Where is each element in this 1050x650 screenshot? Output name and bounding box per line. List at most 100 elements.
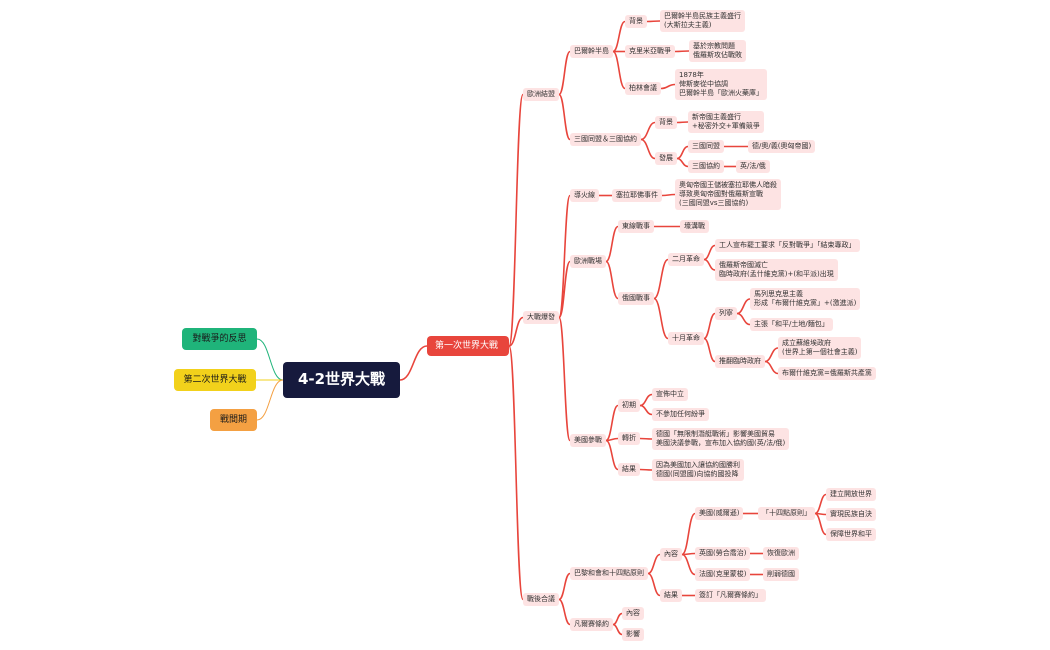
connector [703, 312, 716, 340]
connector [681, 512, 696, 556]
topic-us-wilson[interactable]: 美國(威爾遜) [695, 507, 744, 520]
root-topic[interactable]: 4-2世界大戰 [283, 362, 400, 398]
connector [605, 225, 619, 263]
connector [256, 338, 284, 381]
connector [558, 598, 571, 626]
connector [674, 50, 690, 53]
connector [612, 50, 626, 90]
connector [703, 244, 716, 261]
connector [612, 612, 623, 626]
text-us-result: 因為美國加入讓協約國勝利 德國(同盟國)向協約國投降 [652, 459, 744, 481]
connector [399, 345, 428, 381]
connector [605, 404, 619, 442]
text-eastern-front: 壕溝戰 [680, 220, 709, 233]
topic-balkan[interactable]: 巴爾幹半島 [570, 45, 613, 58]
connector [639, 468, 653, 471]
topic-lenin[interactable]: 列寧 [715, 307, 737, 320]
topic-paris-result[interactable]: 結果 [660, 589, 682, 602]
connector [256, 379, 284, 421]
connector [639, 393, 653, 407]
topic-triple-entente[interactable]: 三國協約 [688, 160, 724, 173]
connector [653, 258, 669, 300]
connector [639, 437, 653, 440]
text-early-2: 不參加任何紛爭 [652, 408, 709, 421]
text-overthrow-1: 成立蘇維埃政府 (世界上第一個社會主義) [778, 337, 862, 359]
topic-fuse[interactable]: 導火線 [570, 189, 599, 202]
topic-european-front[interactable]: 歐洲戰場 [570, 255, 606, 268]
text-berlin-congress: 1878年 俾斯麥從中協調 巴爾幹半島「歐洲火藥庫」 [675, 69, 767, 100]
topic-us-entry[interactable]: 美國參戰 [570, 434, 606, 447]
topic-eastern-front[interactable]: 東線戰事 [618, 220, 654, 233]
topic-feb-revolution[interactable]: 二月革命 [668, 253, 704, 266]
topic-alliances[interactable]: 三國同盟＆三國協約 [570, 133, 641, 146]
topic-early[interactable]: 初期 [618, 399, 640, 412]
text-france: 削弱德國 [763, 568, 799, 581]
text-early-1: 宣佈中立 [652, 388, 688, 401]
topic-triple-alliance[interactable]: 三國同盟 [688, 140, 724, 153]
connector [647, 553, 661, 575]
topic-versailles-content[interactable]: 內容 [622, 607, 644, 620]
topic-turn[interactable]: 轉折 [618, 432, 640, 445]
topic-berlin-congress[interactable]: 柏林會議 [625, 82, 661, 95]
topic-alliance-bg[interactable]: 背景 [655, 116, 677, 129]
connector [640, 121, 656, 141]
topic-content[interactable]: 內容 [660, 548, 682, 561]
text-feb-2: 俄羅斯帝國滅亡 臨時政府(孟什維克黨)+(和平派)出現 [715, 259, 838, 281]
connector [736, 298, 751, 315]
text-fourteen-3: 保障世界和平 [826, 528, 876, 541]
text-balkan-bg: 巴爾幹半島民族主義盛行 (大斯拉夫主義) [660, 10, 745, 32]
topic-european-alliances[interactable]: 歐洲結盟 [523, 88, 559, 101]
connector [703, 258, 716, 271]
topic-alliance-dev[interactable]: 發展 [655, 152, 677, 165]
text-triple-entente: 英/法/俄 [736, 160, 770, 173]
text-lenin-1: 馬列思克思主義 形成「布爾什維克黨」+(激進派) [750, 288, 861, 310]
connector [661, 193, 676, 197]
connector [681, 553, 696, 576]
text-turn: 德國「無限制潛艇戰術」影響美國貿易 美國決議參戰，宣布加入協約國(英/法/俄) [652, 428, 790, 450]
connector [676, 145, 689, 160]
text-triple-alliance: 德/奧/義(奧匈帝國) [748, 140, 816, 153]
connector [558, 572, 571, 601]
connector [676, 121, 689, 124]
side-topic-reflection[interactable]: 對戰爭的反思 [182, 328, 257, 350]
connector [508, 316, 524, 347]
topic-postwar[interactable]: 戰後合議 [523, 593, 559, 606]
connector [639, 404, 653, 416]
main-topic-ww1[interactable]: 第一次世界大戰 [427, 336, 509, 356]
topic-uk[interactable]: 英國(勞合喬治) [695, 547, 751, 560]
text-lenin-2: 主張「和平/土地/麵包」 [750, 318, 833, 331]
topic-versailles[interactable]: 凡爾賽條約 [570, 618, 613, 631]
text-feb-1: 工人宣布罷工要求「反對戰爭」「結束專政」 [715, 239, 860, 252]
text-fourteen-2: 實現民族自決 [826, 508, 876, 521]
topic-sarajevo[interactable]: 塞拉耶佛事件 [612, 189, 662, 202]
connector [653, 297, 669, 340]
side-topic-ww2[interactable]: 第二次世界大戰 [174, 369, 256, 391]
topic-france[interactable]: 法國(克里蒙梭) [695, 568, 751, 581]
topic-overthrow[interactable]: 推翻臨時政府 [715, 355, 765, 368]
connector [814, 512, 827, 536]
text-crimean-war: 基於宗教問題 俄羅斯攻佔戰敗 [689, 40, 746, 62]
connector [558, 316, 571, 442]
connector [660, 83, 676, 90]
topic-war-outbreak[interactable]: 大戰爆發 [523, 311, 559, 324]
topic-russia[interactable]: 俄國戰事 [618, 292, 654, 305]
connector [508, 93, 524, 347]
text-fourteen-1: 建立開放世界 [826, 488, 876, 501]
topic-versailles-impact[interactable]: 影響 [622, 628, 644, 641]
connector [612, 20, 626, 53]
text-overthrow-2: 布爾什維克黨=俄羅斯共產黨 [778, 367, 876, 380]
side-topic-interwar[interactable]: 戰間期 [210, 409, 257, 431]
topic-balkan-bg[interactable]: 背景 [625, 15, 647, 28]
text-paris-result: 簽訂「凡爾賽條約」 [695, 589, 766, 602]
connector [605, 439, 619, 471]
topic-crimean-war[interactable]: 克里米亞戰爭 [625, 45, 675, 58]
topic-oct-revolution[interactable]: 十月革命 [668, 332, 704, 345]
connector [814, 493, 827, 515]
topic-us-result[interactable]: 結果 [618, 463, 640, 476]
topic-paris-conference[interactable]: 巴黎和會和十四點原則 [570, 567, 648, 580]
topic-fourteen-points[interactable]: 「十四點原則」 [758, 507, 815, 520]
connector [558, 93, 571, 141]
connector [646, 20, 661, 23]
connector [605, 260, 619, 300]
